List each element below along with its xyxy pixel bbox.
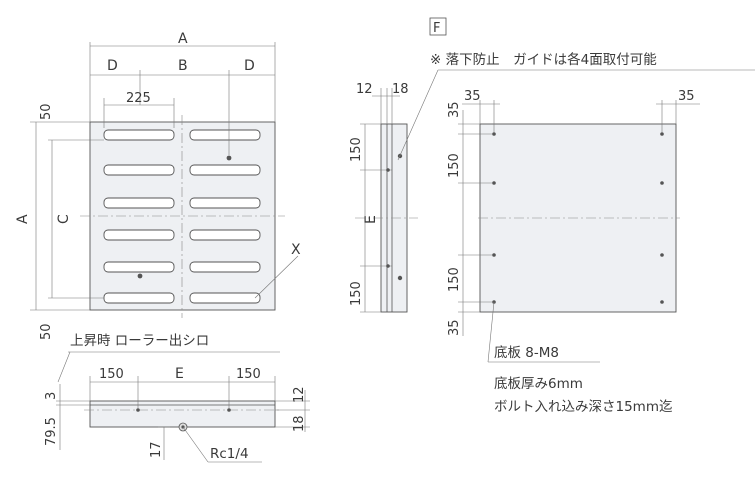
bottom-dim-18: 18 — [292, 415, 307, 432]
front-dim-a-side: A — [15, 214, 31, 224]
bottom-dim-3: 3 — [44, 392, 59, 400]
side-dim-150-bottom: 150 — [349, 281, 364, 306]
base-dim-35-side-bottom: 35 — [447, 319, 462, 336]
bottom-roller-note: 上昇時 ローラー出シロ — [70, 333, 209, 349]
bottom-dim-150-left: 150 — [99, 367, 124, 382]
front-dim-225: 225 — [126, 91, 151, 106]
front-slots-left — [103, 129, 175, 304]
base-dim-35-side-top: 35 — [447, 101, 462, 118]
base-dim-35-top-left: 35 — [464, 89, 481, 104]
front-slots-right — [189, 129, 261, 304]
side-label-f-box — [429, 17, 447, 36]
side-dim-150-top: 150 — [349, 137, 364, 162]
side-dim-18: 18 — [392, 82, 409, 97]
front-dim-c: C — [56, 214, 72, 224]
base-thickness-note: 底板厚み6mm — [494, 376, 583, 392]
bottom-dim-150-right: 150 — [236, 367, 261, 382]
bottom-dim-79-5: 79.5 — [44, 417, 59, 446]
front-bolt-lower — [137, 273, 143, 279]
side-dim-e: E — [363, 215, 379, 224]
base-bolt-depth-note: ボルト入れ込み深さ15mm迄 — [494, 399, 673, 415]
base-dim-35-top-right: 35 — [678, 89, 695, 104]
base-bolt-holes — [492, 132, 664, 304]
front-callout-x: X — [291, 242, 301, 258]
base-view: 35 35 35 150 150 35 底板 8-M8 底板厚み6mm ボルト入… — [447, 89, 700, 415]
bottom-view: 上昇時 ローラー出シロ 150 E 150 3 79.5 12 18 — [44, 333, 310, 463]
base-bolt-label: 底板 8-M8 — [494, 345, 559, 361]
guide-note: ※ 落下防止 ガイドは各4面取付可能 — [430, 52, 657, 68]
front-dim-d-right: D — [244, 58, 255, 74]
front-dim-b: B — [178, 58, 188, 74]
front-view: A D B D 225 A C 50 50 X — [15, 31, 301, 340]
side-label-f: F — [433, 21, 440, 36]
front-dim-50-top: 50 — [39, 103, 54, 120]
bottom-dim-12: 12 — [292, 386, 307, 403]
front-dim-d-left: D — [107, 58, 118, 74]
side-dim-12: 12 — [356, 82, 373, 97]
bottom-port-label: Rc1/4 — [210, 446, 249, 462]
bottom-dim-e: E — [175, 366, 184, 382]
bottom-dim-17: 17 — [149, 441, 164, 458]
base-dim-150-side-top: 150 — [447, 153, 462, 178]
side-view: F 12 18 150 E 150 — [349, 17, 755, 313]
front-bolt-upper — [226, 155, 232, 161]
front-dim-50-bottom: 50 — [39, 323, 54, 340]
front-dim-a-top: A — [178, 31, 188, 47]
base-dim-150-side-bottom: 150 — [447, 267, 462, 292]
